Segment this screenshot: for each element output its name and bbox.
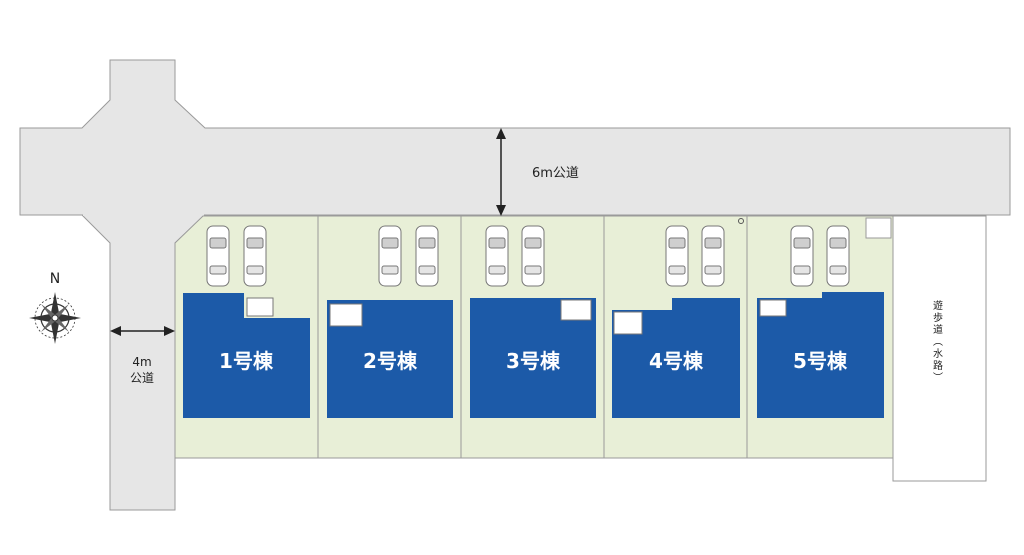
side-road-label-1: 4m: [132, 355, 151, 369]
lot-5-entry: [759, 299, 787, 317]
walkway-label: 遊歩道（水路）: [931, 299, 943, 384]
lot-2-entry: [329, 303, 363, 327]
car-icon: [790, 225, 814, 287]
north-label: N: [50, 271, 60, 287]
lot-1-building: [183, 293, 310, 418]
marker-dot: [738, 218, 744, 224]
roads: [19, 59, 1011, 511]
side-road-4m: [80, 214, 207, 511]
arrow-head-left: [110, 326, 121, 336]
lot-4-building: [612, 298, 740, 418]
car-icon: [415, 225, 439, 287]
arrow-head-up: [496, 128, 506, 139]
lot-4-entry: [613, 311, 643, 335]
car-icon: [521, 225, 545, 287]
car-icon: [485, 225, 509, 287]
lot-3-entry: [560, 299, 592, 321]
lot-3-label: 3号棟: [506, 349, 561, 373]
lot-5-label: 5号棟: [793, 349, 848, 373]
lot-2-label: 2号棟: [363, 349, 418, 373]
main-road-6m: [19, 59, 1011, 216]
lot-labels: 1号棟 2号棟 3号棟 4号棟 5号棟: [219, 349, 848, 373]
main-road-label: 6m公道: [532, 166, 579, 181]
car-icon: [701, 225, 725, 287]
car-icon: [378, 225, 402, 287]
utility-box: [865, 217, 892, 239]
compass-rose-icon: [29, 292, 81, 344]
buildings: [183, 292, 884, 418]
lot-5-building: [757, 292, 884, 418]
lot-1-label: 1号棟: [219, 349, 274, 373]
car-icon: [243, 225, 267, 287]
car-icon: [826, 225, 850, 287]
car-icon: [665, 225, 689, 287]
arrow-head-down: [496, 205, 506, 216]
side-road-label-2: 公道: [130, 371, 154, 385]
car-icon: [206, 225, 230, 287]
lot-1-entry: [246, 297, 274, 317]
lot-4-label: 4号棟: [649, 349, 704, 373]
arrow-head-right: [164, 326, 175, 336]
parking-cars: [206, 225, 850, 287]
dimension-arrows: [110, 128, 506, 336]
